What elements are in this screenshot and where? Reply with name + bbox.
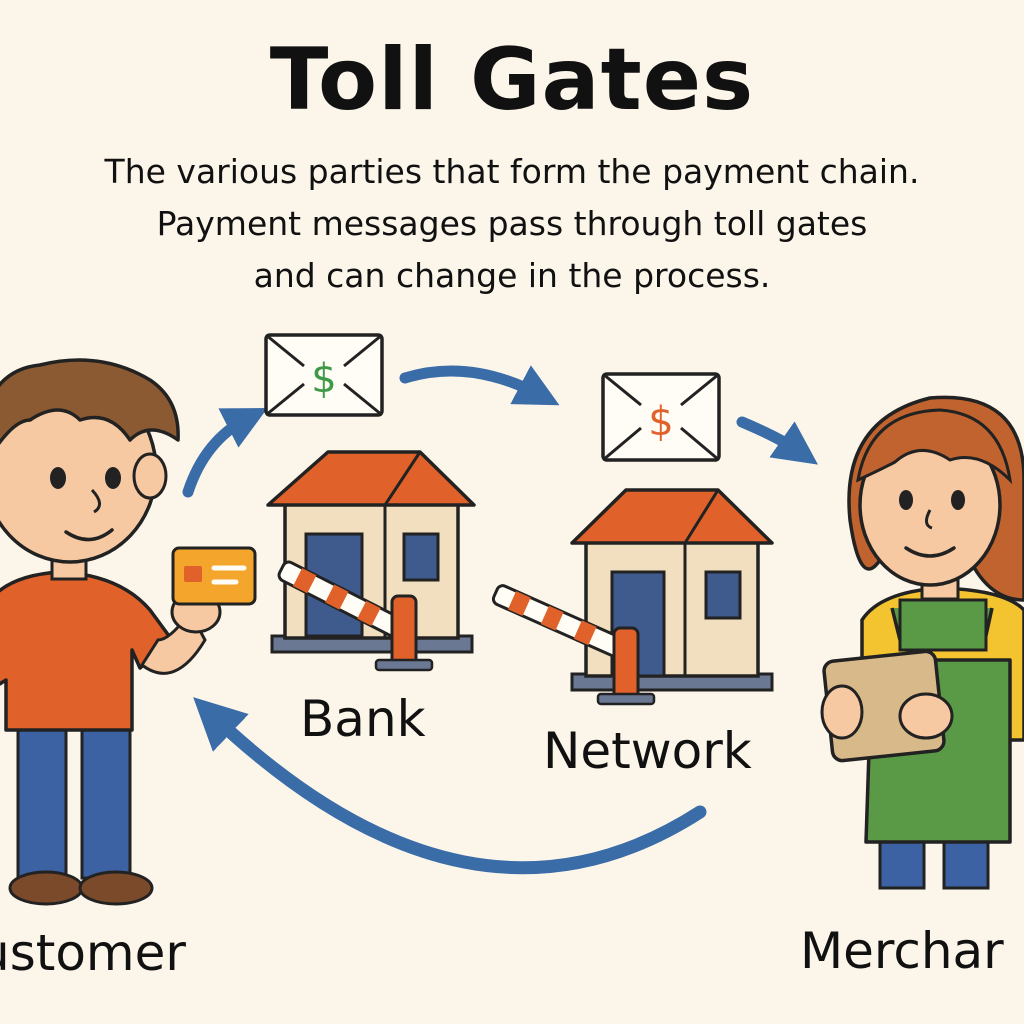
bank-toll-barrier-icon	[277, 560, 434, 672]
envelope-icon: $	[601, 372, 721, 462]
arrow-customer-to-envelope	[182, 407, 268, 498]
bank-building-icon	[266, 450, 476, 654]
arrow-envelope-to-merchant	[736, 416, 819, 465]
label-bank: Bank	[300, 690, 426, 748]
subtitle-line-2: Payment messages pass through toll gates	[156, 204, 868, 243]
label-network: Network	[543, 722, 752, 780]
label-customer: ustomer	[0, 924, 186, 982]
subtitle-line-3: and can change in the process.	[253, 256, 771, 295]
merchant-figure	[820, 395, 1024, 890]
network-building-icon	[570, 488, 774, 692]
subtitle-line-1: The various parties that form the paymen…	[104, 152, 920, 191]
envelope-icon: $	[264, 333, 384, 417]
credit-card-icon	[171, 546, 257, 606]
customer-figure	[0, 358, 222, 906]
label-merchant: Merchar	[800, 922, 1004, 980]
network-toll-barrier-icon	[491, 584, 656, 706]
dollar-icon: $	[648, 399, 673, 445]
page-title: Toll Gates	[269, 30, 755, 130]
arrow-merchant-to-customer	[193, 697, 707, 875]
dollar-icon: $	[311, 356, 336, 402]
arrow-envelope-to-envelope	[399, 365, 560, 406]
subtitle: The various parties that form the paymen…	[0, 146, 1024, 302]
